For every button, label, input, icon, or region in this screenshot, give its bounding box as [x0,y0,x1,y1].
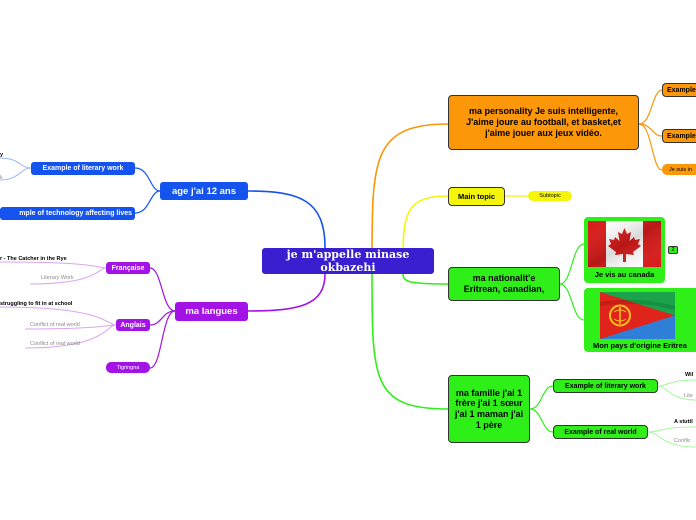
nationalite-label: ma nationalit'e Eritrean, canadian, [463,273,545,294]
personality-example-2[interactable]: Example [662,129,696,143]
francaise-sub: Literary Work [41,275,74,281]
canada-card[interactable]: Je vis au canada [584,217,665,283]
personality-example-1[interactable]: Example [662,83,696,97]
famille-literary-sub: Lite [684,393,693,399]
francaise-title: r - The Catcher in the Rye [0,256,67,262]
francaise-label: Française [111,264,145,272]
tigringna-label: Tigringna [116,364,140,371]
famille-literary-title: Wil [685,372,694,378]
personality-example-3-label: Je suis in [669,166,692,173]
main-topic-node[interactable]: Main topic [448,187,505,206]
eritrea-card[interactable]: Mon pays d'origine Eritrea [584,288,696,352]
anglais-sub-2: Conflict of real world [30,341,80,347]
anglais-label: Anglais [120,321,146,329]
main-topic-label: Main topic [457,192,496,201]
age-node-label: age j'ai 12 ans [171,185,237,197]
canada-flag-icon [588,221,661,267]
canada-badge-label: 2 [671,247,675,253]
age-top-cut-label: y [0,152,4,158]
age-literary-node[interactable]: Example of literary work [31,162,135,175]
central-topic-label: je m'appelle minase okbazehi [286,248,410,274]
famille-real-title: A stuttl [674,419,693,425]
anglais-title: struggling to fit in at school [0,301,73,307]
anglais-sub-1: Conflict of real world [30,322,80,328]
famille-literary-label: Example of literary work [565,382,646,390]
famille-node[interactable]: ma famille j'ai 1 frère j'ai 1 sœur j'ai… [448,375,530,443]
personality-example-3[interactable]: Je suis in [662,164,696,175]
famille-real-sub: Conflic [674,438,691,444]
langues-node-label: ma langues [185,306,238,317]
personality-node[interactable]: ma personality Je suis intelligente, J'a… [448,95,639,150]
nationalite-node[interactable]: ma nationalit'e Eritrean, canadian, [448,267,560,301]
subtopic-label: Subtopic [539,193,561,199]
central-topic[interactable]: je m'appelle minase okbazehi [262,248,434,274]
famille-literary-node[interactable]: Example of literary work [553,379,658,393]
age-literary-label: Example of literary work [42,165,124,172]
famille-realworld-label: Example of real world [564,428,637,436]
eritrea-flag-icon [600,292,675,339]
eritrea-caption: Mon pays d'origine Eritrea [593,341,687,350]
personality-example-2-label: Example [667,132,696,140]
famille-label: ma famille j'ai 1 frère j'ai 1 sœur j'ai… [454,387,524,430]
age-tech-label: mple of technology affecting lives [19,210,132,217]
anglais-node[interactable]: Anglais [116,319,150,331]
langues-node[interactable]: ma langues [175,302,248,321]
tigringna-node[interactable]: Tigringna [106,362,150,373]
famille-realworld-node[interactable]: Example of real world [553,425,648,439]
personality-example-1-label: Example [667,86,696,94]
subtopic-node[interactable]: Subtopic [528,191,572,201]
age-tech-node[interactable]: mple of technology affecting lives [0,207,135,220]
francaise-node[interactable]: Française [106,262,150,274]
canada-badge[interactable]: 2 [668,246,678,254]
canada-caption: Je vis au canada [594,270,655,279]
age-literary-sub: k [0,175,3,181]
personality-label: ma personality Je suis intelligente, J'a… [466,106,621,138]
age-node[interactable]: age j'ai 12 ans [160,182,248,200]
